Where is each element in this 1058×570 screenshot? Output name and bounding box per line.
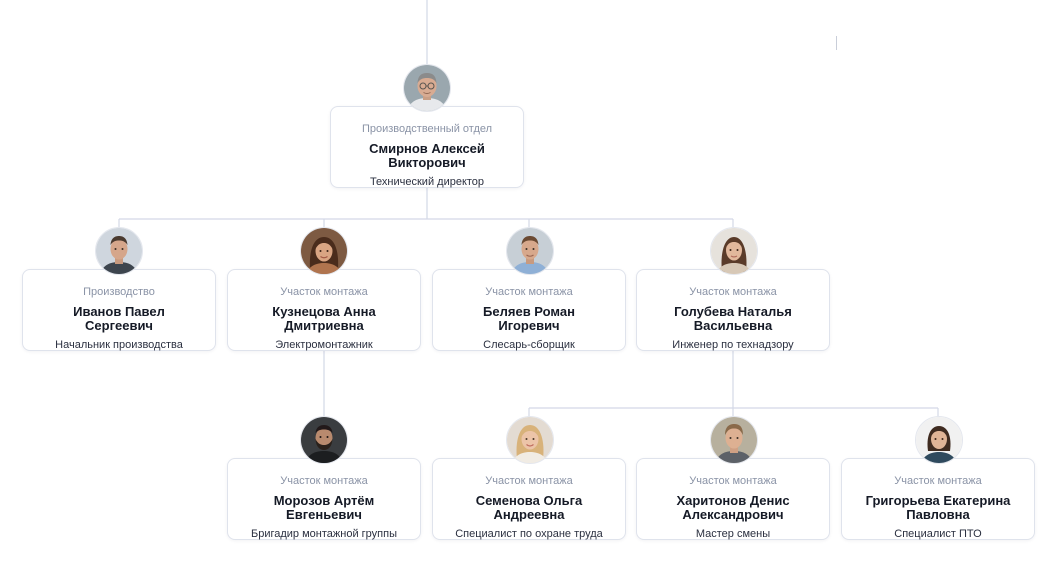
card-role: Специалист ПТО [894, 528, 982, 540]
org-card-kharitonov[interactable]: Участок монтажа Харитонов Денис Александ… [636, 458, 830, 540]
org-card-smirnov[interactable]: Производственный отдел Смирнов Алексей В… [330, 106, 524, 188]
card-department: Производство [83, 286, 155, 298]
card-department: Участок монтажа [689, 286, 777, 298]
avatar-belyaev[interactable] [506, 227, 554, 275]
card-department: Производственный отдел [361, 123, 493, 135]
card-department: Участок монтажа [280, 475, 368, 487]
card-department: Участок монтажа [485, 286, 573, 298]
card-name: Голубева Наталья Васильевна [674, 304, 792, 333]
card-name: Харитонов Денис Александрович [676, 493, 790, 522]
card-role: Слесарь-сборщик [483, 339, 575, 351]
card-role: Мастер смены [695, 528, 771, 540]
avatar-kuznetsova[interactable] [300, 227, 348, 275]
org-card-semenova[interactable]: Участок монтажа Семенова Ольга Андреевна… [432, 458, 626, 540]
card-name: Морозов Артём Евгеньевич [273, 493, 375, 522]
org-card-belyaev[interactable]: Участок монтажа Беляев Роман Игоревич Сл… [432, 269, 626, 351]
card-role: Бригадир монтажной группы [251, 528, 397, 540]
org-card-morozov[interactable]: Участок монтажа Морозов Артём Евгеньевич… [227, 458, 421, 540]
divider-tick [836, 36, 837, 50]
card-name: Семенова Ольга Андреевна [475, 493, 583, 522]
portrait-woman-blonde-icon [507, 417, 553, 463]
portrait-man-shirt-icon [507, 228, 553, 274]
portrait-man-short-hair-icon [96, 228, 142, 274]
avatar-morozov[interactable] [300, 416, 348, 464]
avatar-smirnov[interactable] [403, 64, 451, 112]
card-role: Инженер по технадзору [672, 339, 794, 351]
card-role: Технический директор [369, 176, 485, 188]
portrait-woman-dark-hair-icon [301, 228, 347, 274]
org-card-grigorieva[interactable]: Участок монтажа Григорьева Екатерина Пав… [841, 458, 1035, 540]
avatar-golubeva[interactable] [710, 227, 758, 275]
card-role: Специалист по охране труда [455, 528, 603, 540]
portrait-man-beard-icon [301, 417, 347, 463]
card-name: Григорьева Екатерина Павловна [865, 493, 1011, 522]
card-department: Участок монтажа [485, 475, 573, 487]
card-name: Смирнов Алексей Викторович [369, 141, 485, 170]
portrait-elderly-man-glasses-icon [404, 65, 450, 111]
card-department: Участок монтажа [689, 475, 777, 487]
card-role: Начальник производства [55, 339, 183, 351]
card-name: Кузнецова Анна Дмитриевна [272, 304, 376, 333]
org-card-kuznetsova[interactable]: Участок монтажа Кузнецова Анна Дмитриевн… [227, 269, 421, 351]
card-name: Беляев Роман Игоревич [483, 304, 575, 333]
avatar-kharitonov[interactable] [710, 416, 758, 464]
card-name: Иванов Павел Сергеевич [73, 304, 165, 333]
portrait-woman-bob-icon [916, 417, 962, 463]
card-department: Участок монтажа [280, 286, 368, 298]
card-role: Электромонтажник [275, 339, 373, 351]
org-card-ivanov[interactable]: Производство Иванов Павел Сергеевич Нача… [22, 269, 216, 351]
org-card-golubeva[interactable]: Участок монтажа Голубева Наталья Василье… [636, 269, 830, 351]
card-department: Участок монтажа [894, 475, 982, 487]
portrait-woman-long-hair-icon [711, 228, 757, 274]
avatar-semenova[interactable] [506, 416, 554, 464]
avatar-ivanov[interactable] [95, 227, 143, 275]
portrait-man-young-icon [711, 417, 757, 463]
avatar-grigorieva[interactable] [915, 416, 963, 464]
